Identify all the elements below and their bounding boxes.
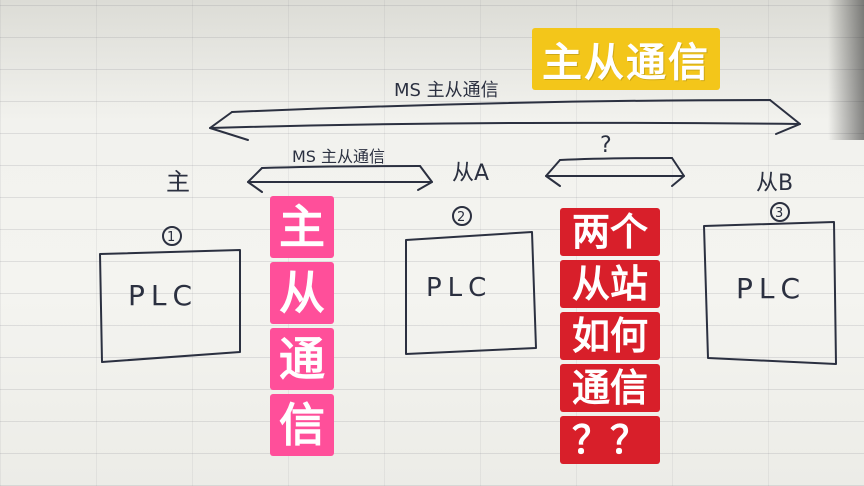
left-caption-char: 从 <box>270 262 334 324</box>
box1-number-circle <box>162 226 182 246</box>
q-arrow-right-head <box>671 157 685 187</box>
desk-shadow <box>828 0 864 140</box>
left-caption-char: 主 <box>270 196 334 258</box>
top-arrow-label: MS 主从通信 <box>394 80 499 101</box>
left-caption-char: 通 <box>270 328 334 390</box>
box2-number-circle <box>452 206 472 226</box>
box3-number-circle <box>770 202 790 222</box>
plc-box-2 <box>405 231 537 355</box>
right-caption-line: 如何 <box>560 312 660 360</box>
right-caption-line: 两个 <box>560 208 660 256</box>
top-arrow-lower-line <box>209 121 801 129</box>
top-arrow-upper-line <box>231 99 771 113</box>
plc-label-3: PLC <box>736 272 806 305</box>
plc-label-1: PLC <box>128 279 198 312</box>
mid-arrow-label: MS 主从通信 <box>292 147 385 166</box>
title-banner: 主从通信 <box>532 28 720 90</box>
right-caption-line: 通信 <box>560 364 660 412</box>
q-arrow-upper-line <box>559 157 673 161</box>
box2-number: 2 <box>457 210 465 225</box>
top-arrow-right-head <box>769 99 801 135</box>
plc-box-3 <box>703 221 837 365</box>
right-caption-line: 从站 <box>560 260 660 308</box>
right-caption-line: ？？ <box>560 416 660 464</box>
top-arrow-left-head <box>209 111 249 141</box>
box1-number: 1 <box>167 230 175 245</box>
slave-a-label: 从A <box>452 161 489 186</box>
mid-arrow-upper-line <box>261 165 421 169</box>
master-label: 主 <box>166 168 190 196</box>
left-caption-char: 信 <box>270 394 334 456</box>
plc-box-1 <box>99 249 241 363</box>
question-label: ? <box>600 133 612 158</box>
mid-arrow-right-head <box>417 165 433 191</box>
slave-b-label: 从B <box>756 171 793 196</box>
mid-arrow-left-head <box>247 167 263 193</box>
right-vertical-caption: 两个 从站 如何 通信 ？？ <box>560 208 660 464</box>
left-vertical-caption: 主 从 通 信 <box>270 196 334 456</box>
box3-number: 3 <box>775 206 783 221</box>
q-arrow-left-head <box>545 159 561 187</box>
plc-label-2: PLC <box>426 273 492 303</box>
